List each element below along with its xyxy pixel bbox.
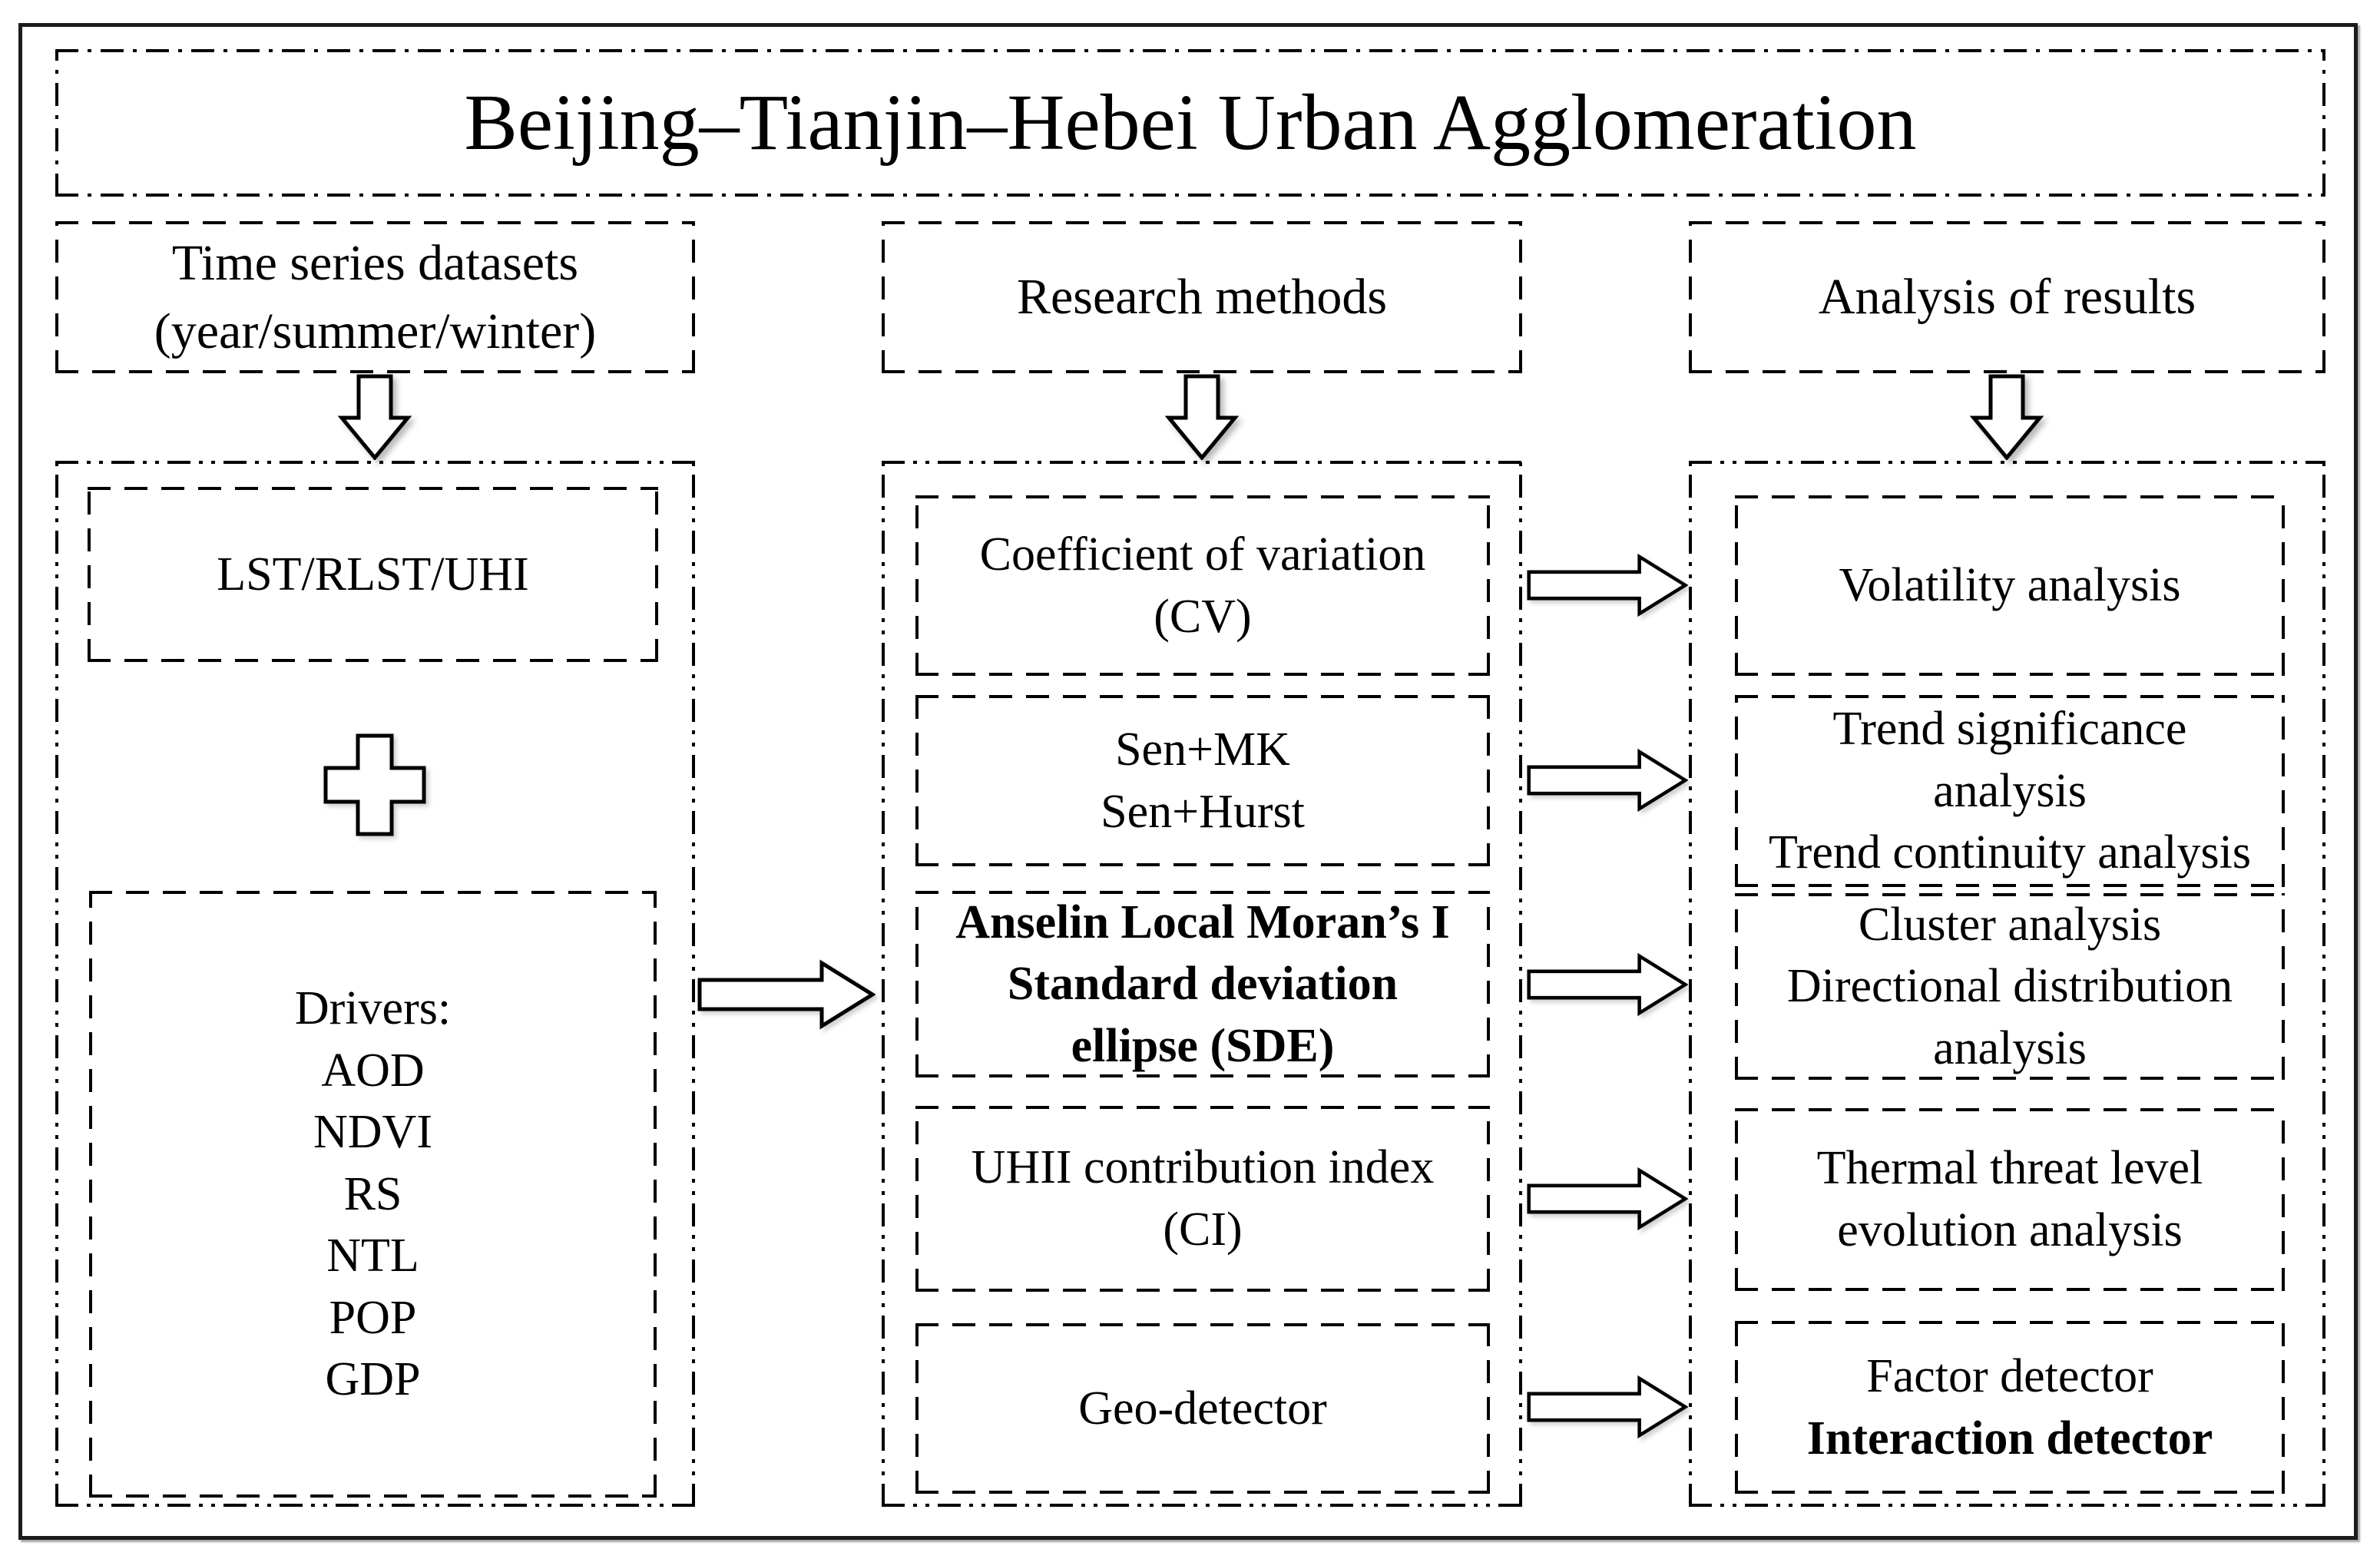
result-box-thermal: Thermal threat level evolution analysis <box>1735 1108 2285 1291</box>
column-header-methods: Research methods <box>882 221 1522 373</box>
result-volatility-label: Volatility analysis <box>1839 559 2181 612</box>
column-header-methods-label: Research methods <box>1016 269 1387 326</box>
method-moran-sde-label: Anselin Local Moran’s I Standard deviati… <box>955 895 1450 1072</box>
lst-rlst-uhi-label: LST/RLST/UHI <box>217 548 529 601</box>
right-arrow-icon <box>1527 1375 1688 1439</box>
right-arrow-icon <box>1527 553 1688 617</box>
right-arrow-icon <box>1527 1167 1688 1231</box>
right-arrow-icon <box>1527 748 1688 813</box>
result-interaction-detector-label: Interaction detector <box>1806 1412 2213 1465</box>
methods-container: Coefficient of variation (CV) Sen+MK Sen… <box>882 461 1522 1507</box>
method-box-cv: Coefficient of variation (CV) <box>915 495 1490 676</box>
drivers-list: Drivers: AOD NDVI RS NTL POP GDP <box>294 981 452 1406</box>
lst-rlst-uhi-box: LST/RLST/UHI <box>88 487 658 662</box>
right-arrow-icon <box>697 959 876 1030</box>
column-header-results-label: Analysis of results <box>1818 269 2196 326</box>
result-trend-label: Trend significance analysis Trend contin… <box>1768 703 2252 879</box>
method-box-uhii-ci: UHII contribution index (CI) <box>915 1106 1490 1292</box>
method-box-moran-sde: Anselin Local Moran’s I Standard deviati… <box>915 891 1490 1077</box>
method-cv-label: Coefficient of variation (CV) <box>979 528 1426 643</box>
result-box-cluster: Cluster analysis Directional distributio… <box>1735 893 2285 1080</box>
result-box-trend: Trend significance analysis Trend contin… <box>1735 695 2285 887</box>
figure-title: Beijing–Tianjin–Hebei Urban Agglomeratio… <box>464 78 1917 167</box>
result-thermal-label: Thermal threat level evolution analysis <box>1816 1142 2203 1256</box>
result-cluster-label: Cluster analysis Directional distributio… <box>1786 898 2233 1074</box>
method-sen-label: Sen+MK Sen+Hurst <box>1101 723 1305 838</box>
result-box-detectors: Factor detector Interaction detector <box>1735 1321 2285 1494</box>
down-arrow-icon <box>1969 374 2044 460</box>
method-box-geodetector: Geo-detector <box>915 1323 1490 1494</box>
right-arrow-icon <box>1527 952 1688 1017</box>
method-uhii-ci-label: UHII contribution index (CI) <box>971 1141 1435 1256</box>
down-arrow-icon <box>337 374 412 460</box>
column-header-datasets-label: Time series datasets (year/summer/winter… <box>154 234 597 359</box>
plus-icon <box>323 733 426 836</box>
result-factor-detector-label: Factor detector <box>1866 1349 2153 1402</box>
title-box: Beijing–Tianjin–Hebei Urban Agglomeratio… <box>55 49 2325 197</box>
method-box-sen: Sen+MK Sen+Hurst <box>915 695 1490 866</box>
down-arrow-icon <box>1164 374 1240 460</box>
method-geodetector-label: Geo-detector <box>1078 1382 1327 1435</box>
column-header-results: Analysis of results <box>1689 221 2325 373</box>
column-header-datasets: Time series datasets (year/summer/winter… <box>55 221 695 373</box>
result-box-volatility: Volatility analysis <box>1735 495 2285 676</box>
datasets-container: LST/RLST/UHI Drivers: AOD NDVI RS NTL PO… <box>55 461 695 1507</box>
results-container: Volatility analysis Trend significance a… <box>1689 461 2325 1507</box>
drivers-box: Drivers: AOD NDVI RS NTL POP GDP <box>89 891 657 1498</box>
